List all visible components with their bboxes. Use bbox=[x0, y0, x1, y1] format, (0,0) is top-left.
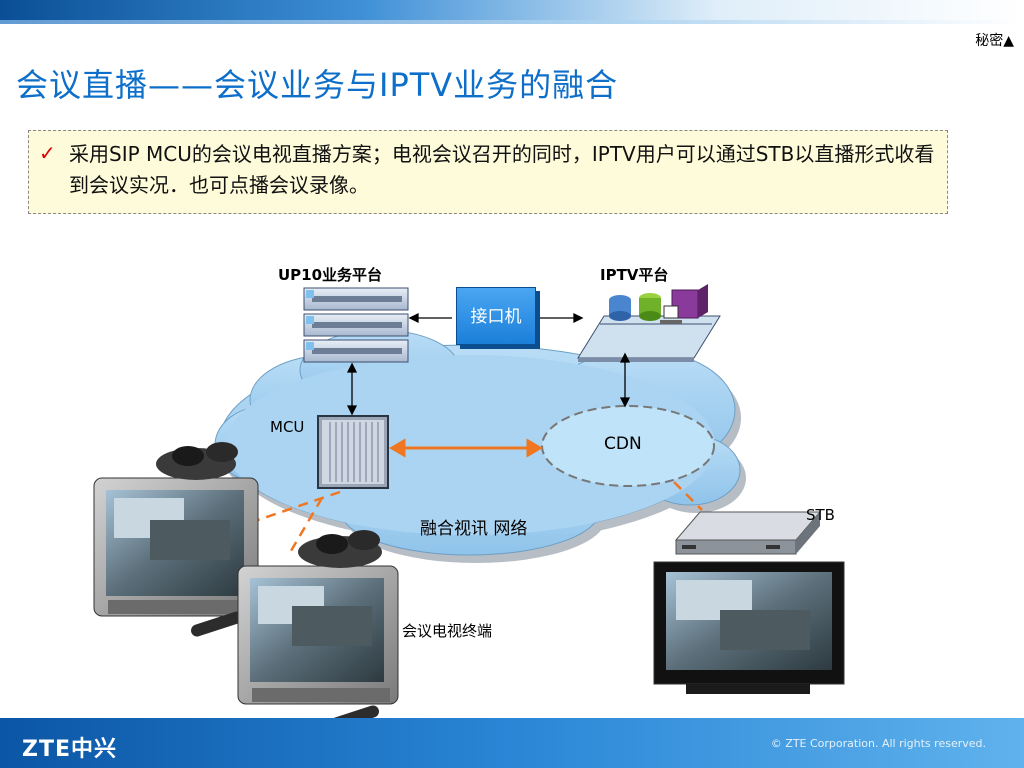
dashed-links bbox=[257, 481, 703, 557]
network-cloud-fill bbox=[225, 355, 715, 535]
conference-terminal-icon bbox=[237, 530, 399, 731]
confidential-mark: 秘密▲ bbox=[975, 33, 1014, 49]
stb-device-icon bbox=[674, 511, 822, 555]
connection-arrows bbox=[346, 312, 631, 416]
flat-tv-icon bbox=[653, 561, 845, 694]
mcu-device-icon bbox=[317, 415, 389, 489]
cdn-label: CDN bbox=[604, 434, 642, 454]
copyright-text: © ZTE Corporation. All rights reserved. bbox=[770, 737, 986, 750]
check-icon: ✓ bbox=[39, 141, 56, 165]
header-stripe bbox=[0, 20, 1024, 24]
up10-server-icon bbox=[303, 287, 409, 363]
note-box: ✓ 采用SIP MCU的会议电视直播方案；电视会议召开的同时，IPTV用户可以通… bbox=[28, 130, 948, 214]
iptv-platform-label: IPTV平台 bbox=[600, 266, 669, 284]
network-label: 融合视讯 网络 bbox=[420, 519, 528, 539]
mcu-cdn-arrow bbox=[389, 438, 543, 458]
terminal-label: 会议电视终端 bbox=[402, 622, 493, 640]
footer-bar: ZTE中兴 © ZTE Corporation. All rights rese… bbox=[0, 718, 1024, 768]
zte-logo: ZTE中兴 bbox=[22, 737, 117, 762]
iptv-platform-icon bbox=[577, 284, 721, 362]
cdn-node bbox=[541, 405, 715, 487]
up10-platform-label: UP10业务平台 bbox=[278, 266, 383, 284]
interface-machine-box: 接口机 bbox=[456, 287, 536, 345]
header-band bbox=[0, 0, 1024, 20]
mcu-label: MCU bbox=[270, 418, 305, 436]
conference-terminal-icon bbox=[93, 442, 259, 637]
slide-title: 会议直播——会议业务与IPTV业务的融合 bbox=[16, 66, 619, 104]
stb-label: STB bbox=[806, 506, 835, 524]
note-text: 采用SIP MCU的会议电视直播方案；电视会议召开的同时，IPTV用户可以通过S… bbox=[69, 142, 935, 197]
